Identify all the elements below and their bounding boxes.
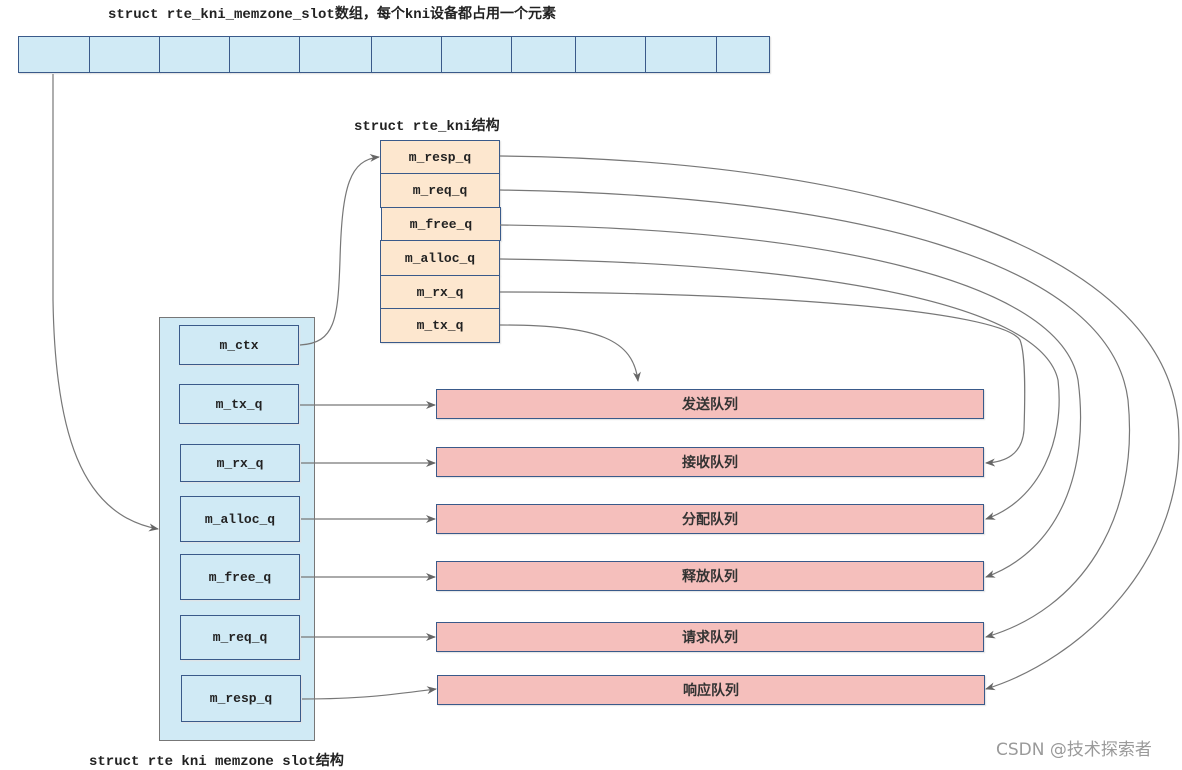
array-cell: [299, 36, 372, 73]
rte-kni-field-m-rx-q: m_rx_q: [380, 275, 500, 309]
rte-kni-field-m-resp-q: m_resp_q: [380, 140, 500, 174]
slot-field-m-free-q: m_free_q: [180, 554, 300, 600]
arrow-ctx-to-rte-kni: [299, 153, 380, 346]
rte-kni-field-m-tx-q: m_tx_q: [380, 308, 500, 343]
queue-free: 释放队列: [436, 561, 984, 591]
arrow-array-to-slot: [52, 74, 159, 532]
rte-kni-title: struct rte_kni结构: [354, 119, 500, 135]
queue-tx: 发送队列: [436, 389, 984, 419]
slot-field-m-resp-q: m_resp_q: [181, 675, 301, 722]
queue-resp: 响应队列: [437, 675, 985, 705]
arrow-kni-tx: [499, 324, 641, 382]
arrow-slot-resp: [301, 686, 437, 700]
array-cell: [18, 36, 90, 73]
array-title: struct rte_kni_memzone_slot数组，每个kni设备都占用…: [108, 7, 557, 23]
arrow-kni-resp: [499, 155, 1180, 691]
array-cell: [575, 36, 646, 73]
rte-kni-field-m-req-q: m_req_q: [380, 173, 500, 208]
array-cell: [441, 36, 512, 73]
slot-field-m-alloc-q: m_alloc_q: [180, 496, 300, 542]
arrow-kni-alloc: [499, 258, 1060, 520]
queue-req: 请求队列: [436, 622, 984, 652]
rte-kni-field-m-free-q: m_free_q: [381, 207, 501, 241]
arrow-kni-free: [499, 224, 1082, 578]
array-cell: [159, 36, 230, 73]
slot-field-m-req-q: m_req_q: [180, 615, 300, 660]
arrow-kni-req: [499, 189, 1131, 639]
queue-rx: 接收队列: [436, 447, 984, 477]
queue-alloc: 分配队列: [436, 504, 984, 534]
array-cell: [716, 36, 770, 73]
slot-field-m-ctx: m_ctx: [179, 325, 299, 365]
watermark: CSDN @技术探索者: [996, 740, 1152, 760]
slot-field-m-rx-q: m_rx_q: [180, 444, 300, 482]
arrow-kni-rx: [499, 291, 1026, 467]
slot-field-m-tx-q: m_tx_q: [179, 384, 299, 424]
